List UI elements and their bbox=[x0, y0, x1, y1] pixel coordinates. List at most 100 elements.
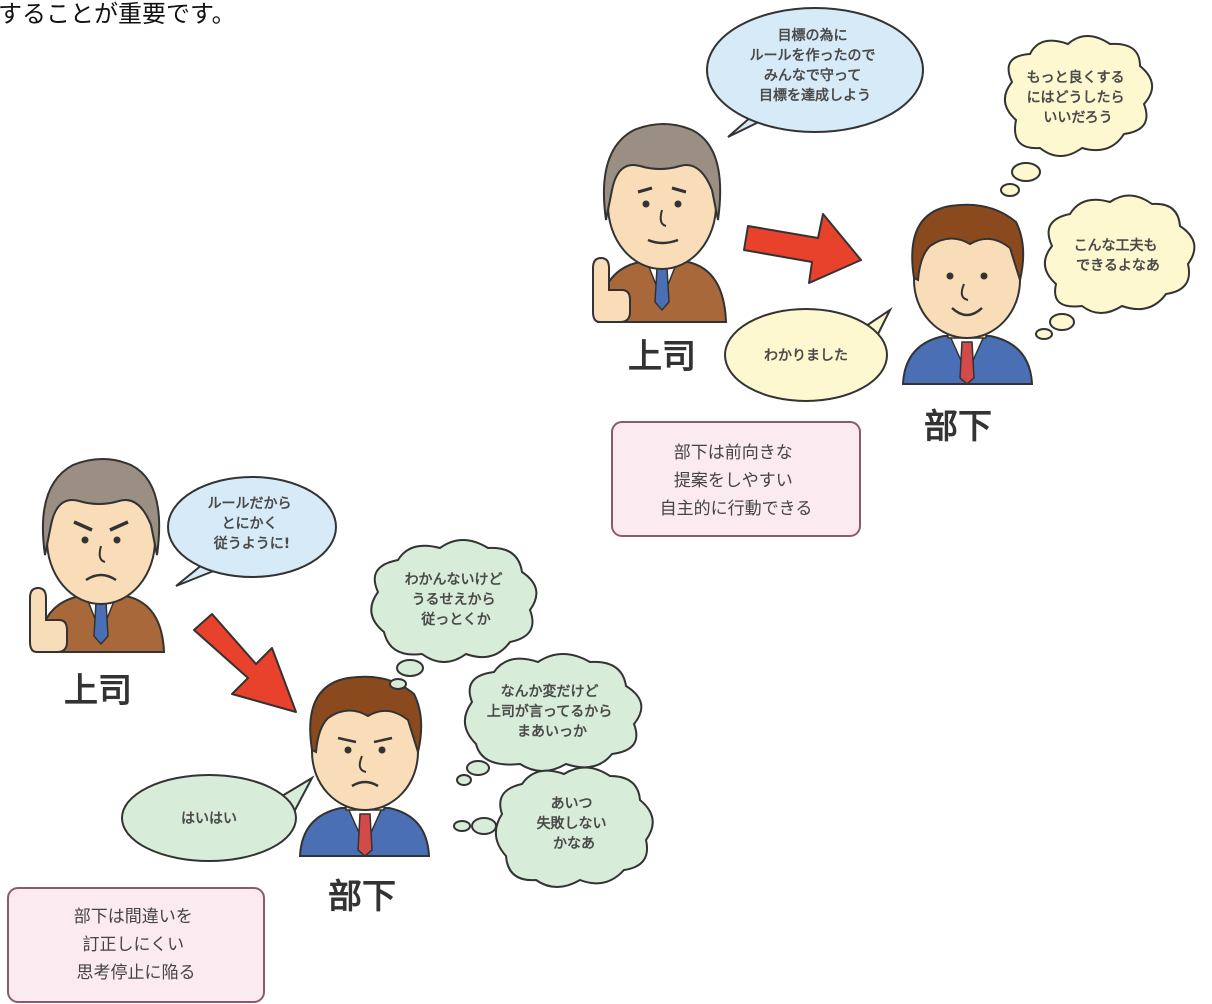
bad-note-line: 思考停止に陥る bbox=[77, 963, 196, 983]
bad-thought-3-line: あいつ bbox=[551, 796, 593, 812]
good-thought-2-puff bbox=[1035, 328, 1053, 340]
bad-thought-2-line: まあいっか bbox=[517, 724, 587, 740]
bad-boss-figure bbox=[29, 458, 166, 653]
bad-thought-2-cloud bbox=[464, 653, 643, 772]
bad-sub-eye-right bbox=[378, 746, 386, 754]
good-reply-bubble: わかりました bbox=[724, 307, 893, 402]
good-boss-speech-line: 目標を達成しよう bbox=[759, 87, 871, 104]
bad-boss-tie bbox=[93, 601, 109, 646]
good-thought-bubble-1: もっと良くする にはどうしたら いいだろう bbox=[1000, 35, 1153, 197]
bad-note-text: 部下は間違いを 訂正しにくい 思考停止に陥る bbox=[74, 907, 198, 983]
bad-reply-text: はいはい bbox=[181, 811, 237, 827]
bad-boss-speech-line: とにかく bbox=[222, 516, 278, 532]
bad-thought-1-line: うるせえから bbox=[412, 592, 496, 608]
good-thought-1-puff bbox=[1000, 183, 1020, 197]
top-text-fragment: することが重要です。 bbox=[0, 0, 236, 28]
good-thought-1-line: にはどうしたら bbox=[1027, 90, 1125, 106]
bad-boss-raised-finger bbox=[29, 586, 68, 653]
bad-thought-bubble-2: なんか変だけど 上司が言ってるから まあいっか bbox=[456, 653, 643, 786]
good-reply-shape bbox=[724, 308, 888, 402]
good-boss-speech-line: みんなで守って bbox=[764, 67, 861, 84]
bad-thought-2-line: なんか変だけど bbox=[501, 683, 599, 700]
good-note-text: 部下は前向きな 提案をしやすい 自主的に行動できる bbox=[660, 443, 813, 519]
good-boss-speech-line: 目標の為に bbox=[778, 27, 848, 44]
bad-thought-3-text: あいつ 失敗しない かなあ bbox=[537, 796, 612, 852]
good-note-line: 自主的に行動できる bbox=[660, 499, 813, 519]
bad-sub-hair bbox=[309, 675, 423, 756]
good-thought-bubble-2: こんな工夫も できるよなあ bbox=[1035, 194, 1196, 340]
good-note-line: 提案をしやすい bbox=[674, 471, 793, 491]
bad-thought-2-puff bbox=[456, 774, 472, 786]
bad-sub-nose bbox=[358, 755, 367, 773]
bad-thought-3-cloud bbox=[495, 766, 654, 888]
bad-sub-eyebrows bbox=[337, 736, 393, 744]
bad-subordinate-figure bbox=[298, 675, 431, 857]
good-thought-1-line: もっと良くする bbox=[1027, 69, 1125, 86]
bad-thought-2-text: なんか変だけど 上司が言ってるから まあいっか bbox=[487, 683, 617, 740]
bad-boss-eye-right bbox=[113, 536, 121, 544]
bad-boss-frown bbox=[85, 573, 117, 582]
good-boss-raised-finger bbox=[592, 256, 631, 323]
good-thought-2-puff bbox=[1049, 313, 1075, 331]
good-thought-1-line: いいだろう bbox=[1043, 110, 1112, 126]
good-boss-speech-bubble: 目標の為に ルールを作ったので みんなで守って 目標を達成しよう bbox=[706, 7, 924, 138]
bad-arrow-icon bbox=[193, 613, 297, 713]
good-sub-tie bbox=[959, 341, 975, 385]
bad-boss-angry-eyebrows bbox=[73, 520, 129, 532]
good-note-frame bbox=[611, 421, 861, 537]
bad-thought-3-puff bbox=[471, 817, 497, 835]
good-sub-eye-left bbox=[946, 272, 954, 280]
bad-boss-eye-left bbox=[81, 536, 89, 544]
good-boss-eyebrows bbox=[637, 186, 687, 194]
good-boss-mouth bbox=[647, 238, 679, 245]
good-sub-label: 部下 bbox=[924, 407, 992, 447]
bad-boss-nose bbox=[98, 545, 106, 563]
bad-boss-speech-line: 従うように! bbox=[213, 535, 290, 552]
good-boss-eye-left bbox=[642, 200, 650, 208]
bad-reply-shape bbox=[121, 774, 297, 862]
bad-reply-bubble: はいはい bbox=[121, 774, 315, 862]
bad-thought-2-puff bbox=[466, 760, 490, 776]
bad-thought-1-puff bbox=[396, 659, 424, 677]
good-thought-2-text: こんな工夫も できるよなあ bbox=[1074, 237, 1163, 274]
bad-thought-3-line: 失敗しない bbox=[537, 815, 607, 832]
good-thought-1-cloud bbox=[1004, 35, 1153, 157]
bad-sub-label: 部下 bbox=[328, 877, 396, 917]
good-sub-smile bbox=[951, 307, 983, 317]
good-boss-speech-shape bbox=[706, 7, 924, 133]
bad-thought-1-cloud bbox=[370, 539, 538, 663]
good-boss-speech-text: 目標の為に ルールを作ったので みんなで守って 目標を達成しよう bbox=[750, 27, 881, 104]
bad-boss-speech-line: ルールだから bbox=[208, 496, 292, 512]
good-note-line: 部下は前向きな bbox=[674, 443, 793, 463]
good-subordinate-figure bbox=[901, 203, 1034, 385]
bad-boss-speech-bubble: ルールだから とにかく 従うように! bbox=[167, 476, 337, 587]
bad-note-frame bbox=[7, 887, 265, 1003]
good-boss-hair bbox=[602, 123, 722, 221]
bad-thought-1-text: わかんないけど うるせえから 従っとくか bbox=[405, 572, 508, 628]
good-boss-nose bbox=[659, 209, 667, 227]
bad-scenario: ルールだから とにかく 従うように! 上司 はいはい bbox=[7, 458, 654, 1003]
bad-boss-speech-shape bbox=[167, 476, 337, 578]
bad-thought-3-puff bbox=[453, 820, 471, 832]
good-sub-nose bbox=[960, 283, 969, 301]
bad-thought-3-line: かなあ bbox=[553, 836, 595, 852]
bad-sub-tie bbox=[357, 813, 373, 857]
good-reply-text: わかりました bbox=[764, 348, 848, 364]
good-thought-2-line: こんな工夫も bbox=[1074, 237, 1158, 254]
good-boss-speech-line: ルールを作ったので bbox=[750, 47, 876, 64]
bad-boss-speech-text: ルールだから とにかく 従うように! bbox=[208, 496, 297, 552]
good-boss-tie bbox=[654, 267, 670, 312]
good-boss-label: 上司 bbox=[628, 337, 696, 377]
good-sub-eye-right bbox=[980, 272, 988, 280]
bad-boss-hair bbox=[41, 458, 161, 556]
bad-note-box: 部下は間違いを 訂正しにくい 思考停止に陥る bbox=[7, 887, 265, 1003]
good-scenario: 目標の為に ルールを作ったので みんなで守って 目標を達成しよう 上司 bbox=[592, 7, 1196, 537]
good-thought-2-line: できるよなあ bbox=[1076, 258, 1160, 274]
good-sub-hair bbox=[911, 203, 1025, 284]
bad-thought-bubble-1: わかんないけど うるせえから 従っとくか bbox=[370, 539, 538, 690]
bad-boss-label: 上司 bbox=[64, 671, 132, 711]
good-arrow-icon bbox=[743, 213, 862, 284]
bad-thought-2-line: 上司が言ってるから bbox=[487, 703, 612, 720]
bad-boss-speech-tail-joint bbox=[205, 556, 229, 567]
